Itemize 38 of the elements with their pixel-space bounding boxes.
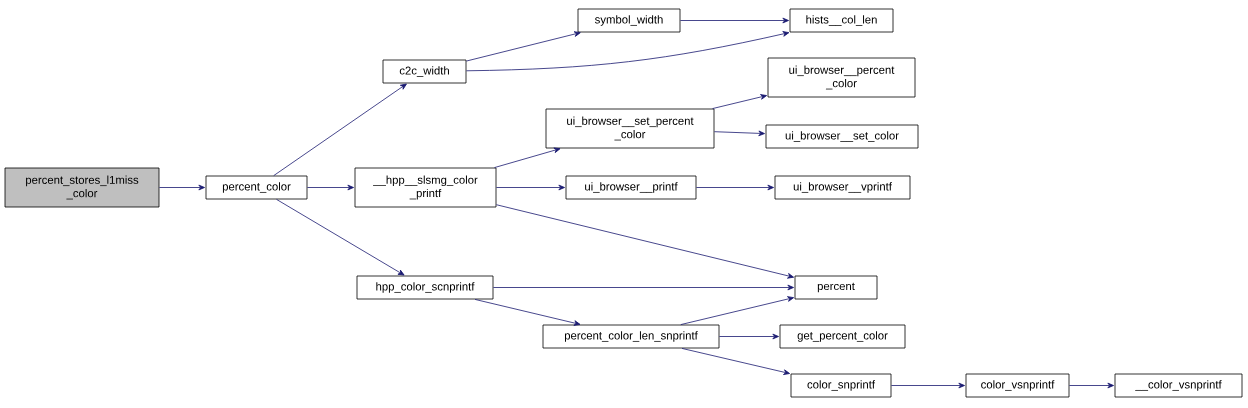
- function-box: percent_color_len_snprintf: [542, 324, 720, 349]
- arrow: [474, 299, 581, 326]
- arrow: [680, 17, 789, 24]
- function-box: ui_browser__percent _color: [767, 57, 916, 98]
- function-box: hists__col_len: [789, 8, 894, 33]
- function-box: percent: [794, 275, 878, 300]
- function-box: hpp_color_scnprintf: [356, 275, 494, 300]
- arrow: [466, 31, 790, 72]
- arrow: [681, 348, 790, 375]
- arrow: [466, 31, 581, 62]
- function-box: color_snprintf: [790, 373, 892, 398]
- function-box: ui_browser__printf: [565, 175, 697, 200]
- arrow: [276, 199, 405, 276]
- function-box: symbol_width: [577, 8, 681, 33]
- function-box: ui_browser__set_color: [765, 124, 919, 149]
- arrow: [1069, 382, 1114, 389]
- function-box: __color_vsnprintf: [1114, 373, 1243, 398]
- arrow: [680, 296, 794, 325]
- function-box: ui_browser__set_percent _color: [545, 108, 715, 149]
- arrow: [714, 130, 765, 137]
- arrow: [494, 147, 561, 168]
- arrow: [493, 284, 794, 291]
- function-box: percent_stores_l1miss _color: [4, 167, 160, 208]
- arrow: [496, 204, 794, 279]
- function-box: percent_color: [205, 175, 308, 200]
- arrow: [496, 184, 565, 191]
- function-box: color_vsnprintf: [965, 373, 1070, 398]
- function-box: ui_browser__vprintf: [774, 175, 911, 200]
- arrow: [273, 83, 407, 176]
- arrow: [712, 94, 767, 109]
- arrow: [696, 184, 774, 191]
- arrow: [891, 382, 965, 389]
- arrow: [307, 184, 354, 191]
- function-box: c2c_width: [382, 59, 467, 84]
- arrow: [159, 184, 205, 191]
- arrow: [719, 333, 779, 340]
- function-box: __hpp__slsmg_color _printf: [354, 167, 497, 208]
- function-box: get_percent_color: [779, 324, 906, 349]
